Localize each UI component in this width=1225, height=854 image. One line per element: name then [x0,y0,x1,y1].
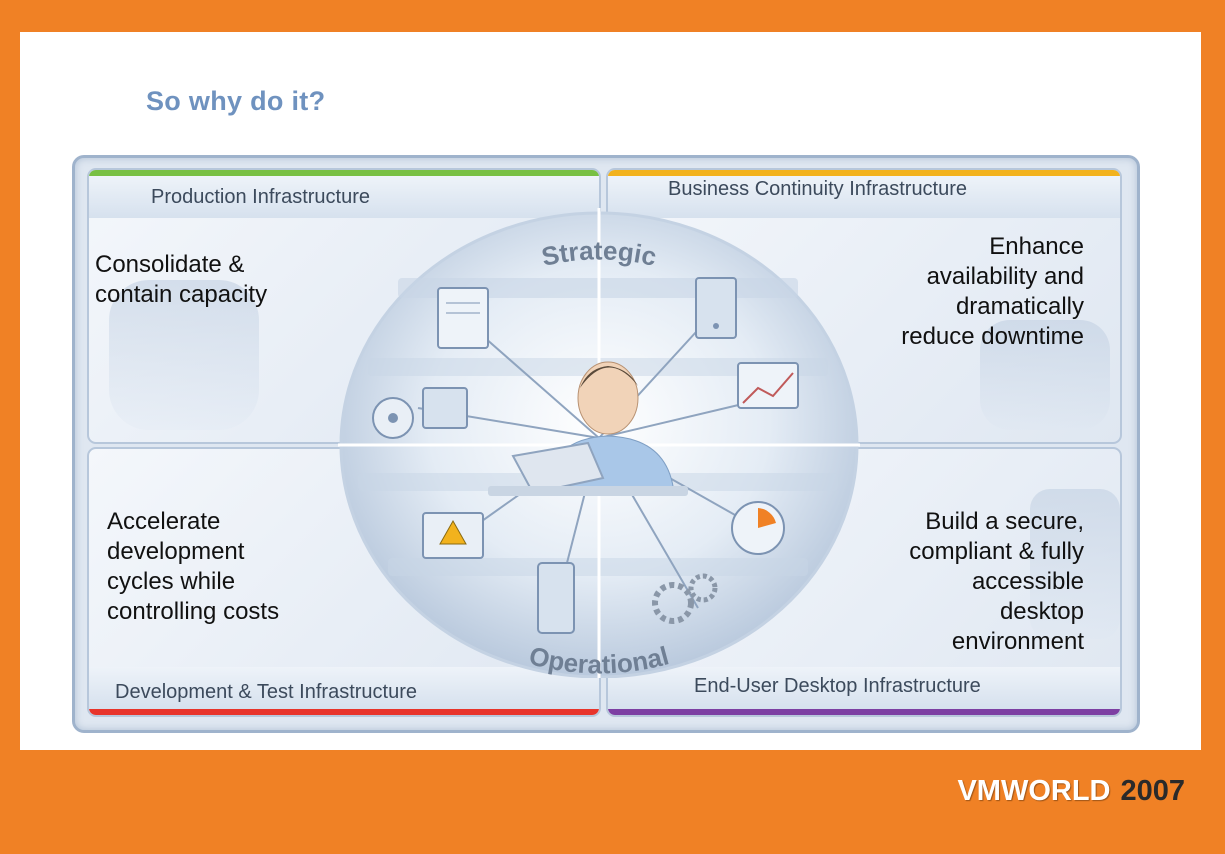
business-continuity-color-bar [608,170,1120,176]
production-color-bar [89,170,599,176]
end-user-desktop-label: End-User Desktop Infrastructure [694,675,981,697]
development-test-text-line: controlling costs [107,598,280,625]
chart-icon [737,362,799,409]
slide-title: So why do it? [146,86,326,116]
development-test-text-line: cycles while [107,568,236,595]
server-icon [695,277,737,339]
business-continuity-text-line: reduce downtime [901,323,1084,350]
disk-icon [372,387,468,439]
production-label: Production Infrastructure [151,186,370,208]
production-text: Consolidate & contain capacity [95,250,267,310]
logo-word: VMWORLD [957,775,1111,807]
development-test-label: Development & Test Infrastructure [115,681,417,703]
end-user-desktop-color-bar [608,709,1120,715]
end-user-desktop-text-line: compliant & fully [909,538,1084,565]
production-text-line: contain capacity [95,281,268,308]
warning-monitor-icon [422,512,484,559]
end-user-desktop-text-line: Build a secure, [925,508,1084,535]
end-user-desktop-text: Build a secure, compliant & fully access… [909,507,1084,657]
end-user-desktop-text-line: accessible [971,568,1084,595]
gears-icon [652,573,718,624]
person-at-laptop-illustration [488,361,688,496]
business-continuity-text-line: availability and [926,263,1084,290]
production-photo-haze [109,280,259,430]
end-user-desktop-text-line: environment [951,628,1084,655]
end-user-desktop-text-line: desktop [999,598,1084,625]
business-continuity-text-line: Enhance [989,233,1084,260]
clock-icon [731,501,785,555]
production-text-line: Consolidate & [95,251,245,278]
development-test-text-line: Accelerate [107,508,221,535]
development-test-label-band [89,667,599,709]
end-user-desktop-label-band [608,667,1120,709]
business-continuity-label-band [608,176,1120,218]
globe-graphic: Strategic Operational [338,208,860,680]
business-continuity-text-line: dramatically [955,293,1084,320]
business-continuity-label: Business Continuity Infrastructure [668,178,968,200]
development-test-text-line: development [107,538,245,565]
logo-year: 2007 [1120,775,1185,807]
tower-server-icon [537,562,575,634]
end-user-desktop-photo-haze [1030,489,1120,639]
business-continuity-photo-haze [980,320,1110,430]
production-label-band [89,176,599,218]
development-test-color-bar [89,709,599,715]
document-icon [437,287,489,349]
vmworld-logo: VMWORLD 2007 [957,775,1185,808]
development-test-text: Accelerate development cycles while cont… [107,507,279,627]
business-continuity-text: Enhance availability and dramatically re… [901,232,1084,352]
central-globe: Strategic Operational [338,208,860,683]
